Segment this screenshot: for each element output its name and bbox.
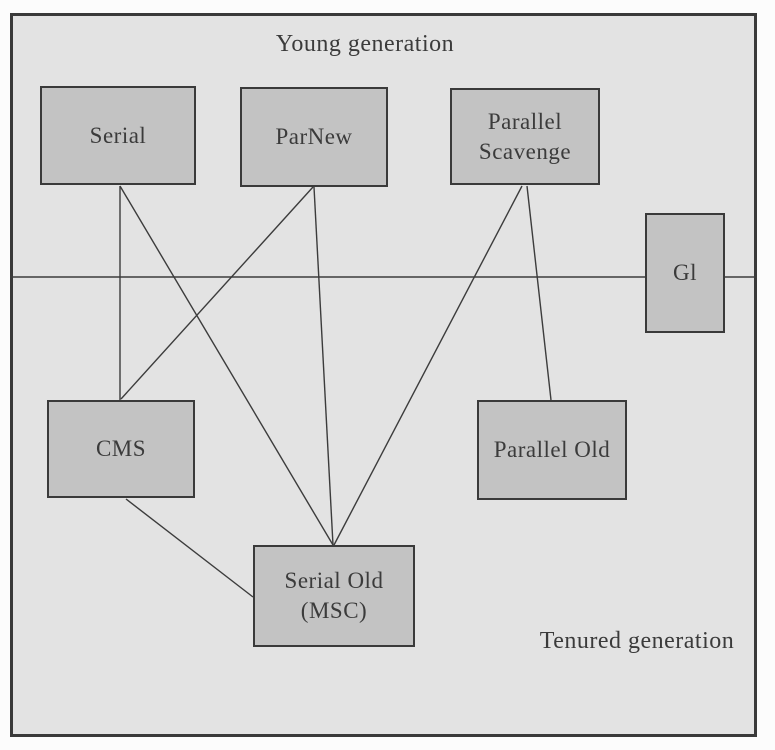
box-g1-label: Gl (673, 260, 697, 286)
young-generation-label: Young generation (275, 31, 455, 57)
box-parallel-scavenge-label: Scavenge (478, 138, 572, 164)
box-serial-old-label: Serial Old (284, 568, 384, 594)
box-serial-old: Serial Old (MSC) (253, 545, 415, 647)
parallel-scavenge-to-serial-old-line (333, 185, 523, 546)
box-parallel-old: Parallel Old (477, 400, 627, 500)
box-g1: Gl (645, 213, 725, 333)
parnew-to-cms-line (120, 186, 314, 400)
tenured-generation-label: Tenured generation (539, 628, 735, 654)
box-cms-label: CMS (95, 436, 147, 462)
serial-to-serial-old-line (119, 185, 334, 546)
box-serial: Serial (40, 86, 196, 185)
box-parallel-old-label: Parallel Old (493, 437, 611, 463)
box-cms: CMS (47, 400, 195, 498)
parnew-to-serial-old-line (313, 186, 334, 546)
parallel-scavenge-to-parallel-old-line (526, 185, 552, 401)
box-serial-old-label: (MSC) (300, 598, 368, 623)
box-serial-label: Serial (89, 122, 147, 148)
box-parallel-scavenge-label: Parallel (487, 108, 563, 134)
cms-to-serial-old-line (125, 498, 254, 598)
box-parnew-label: ParNew (275, 124, 353, 150)
box-parnew: ParNew (240, 87, 388, 187)
